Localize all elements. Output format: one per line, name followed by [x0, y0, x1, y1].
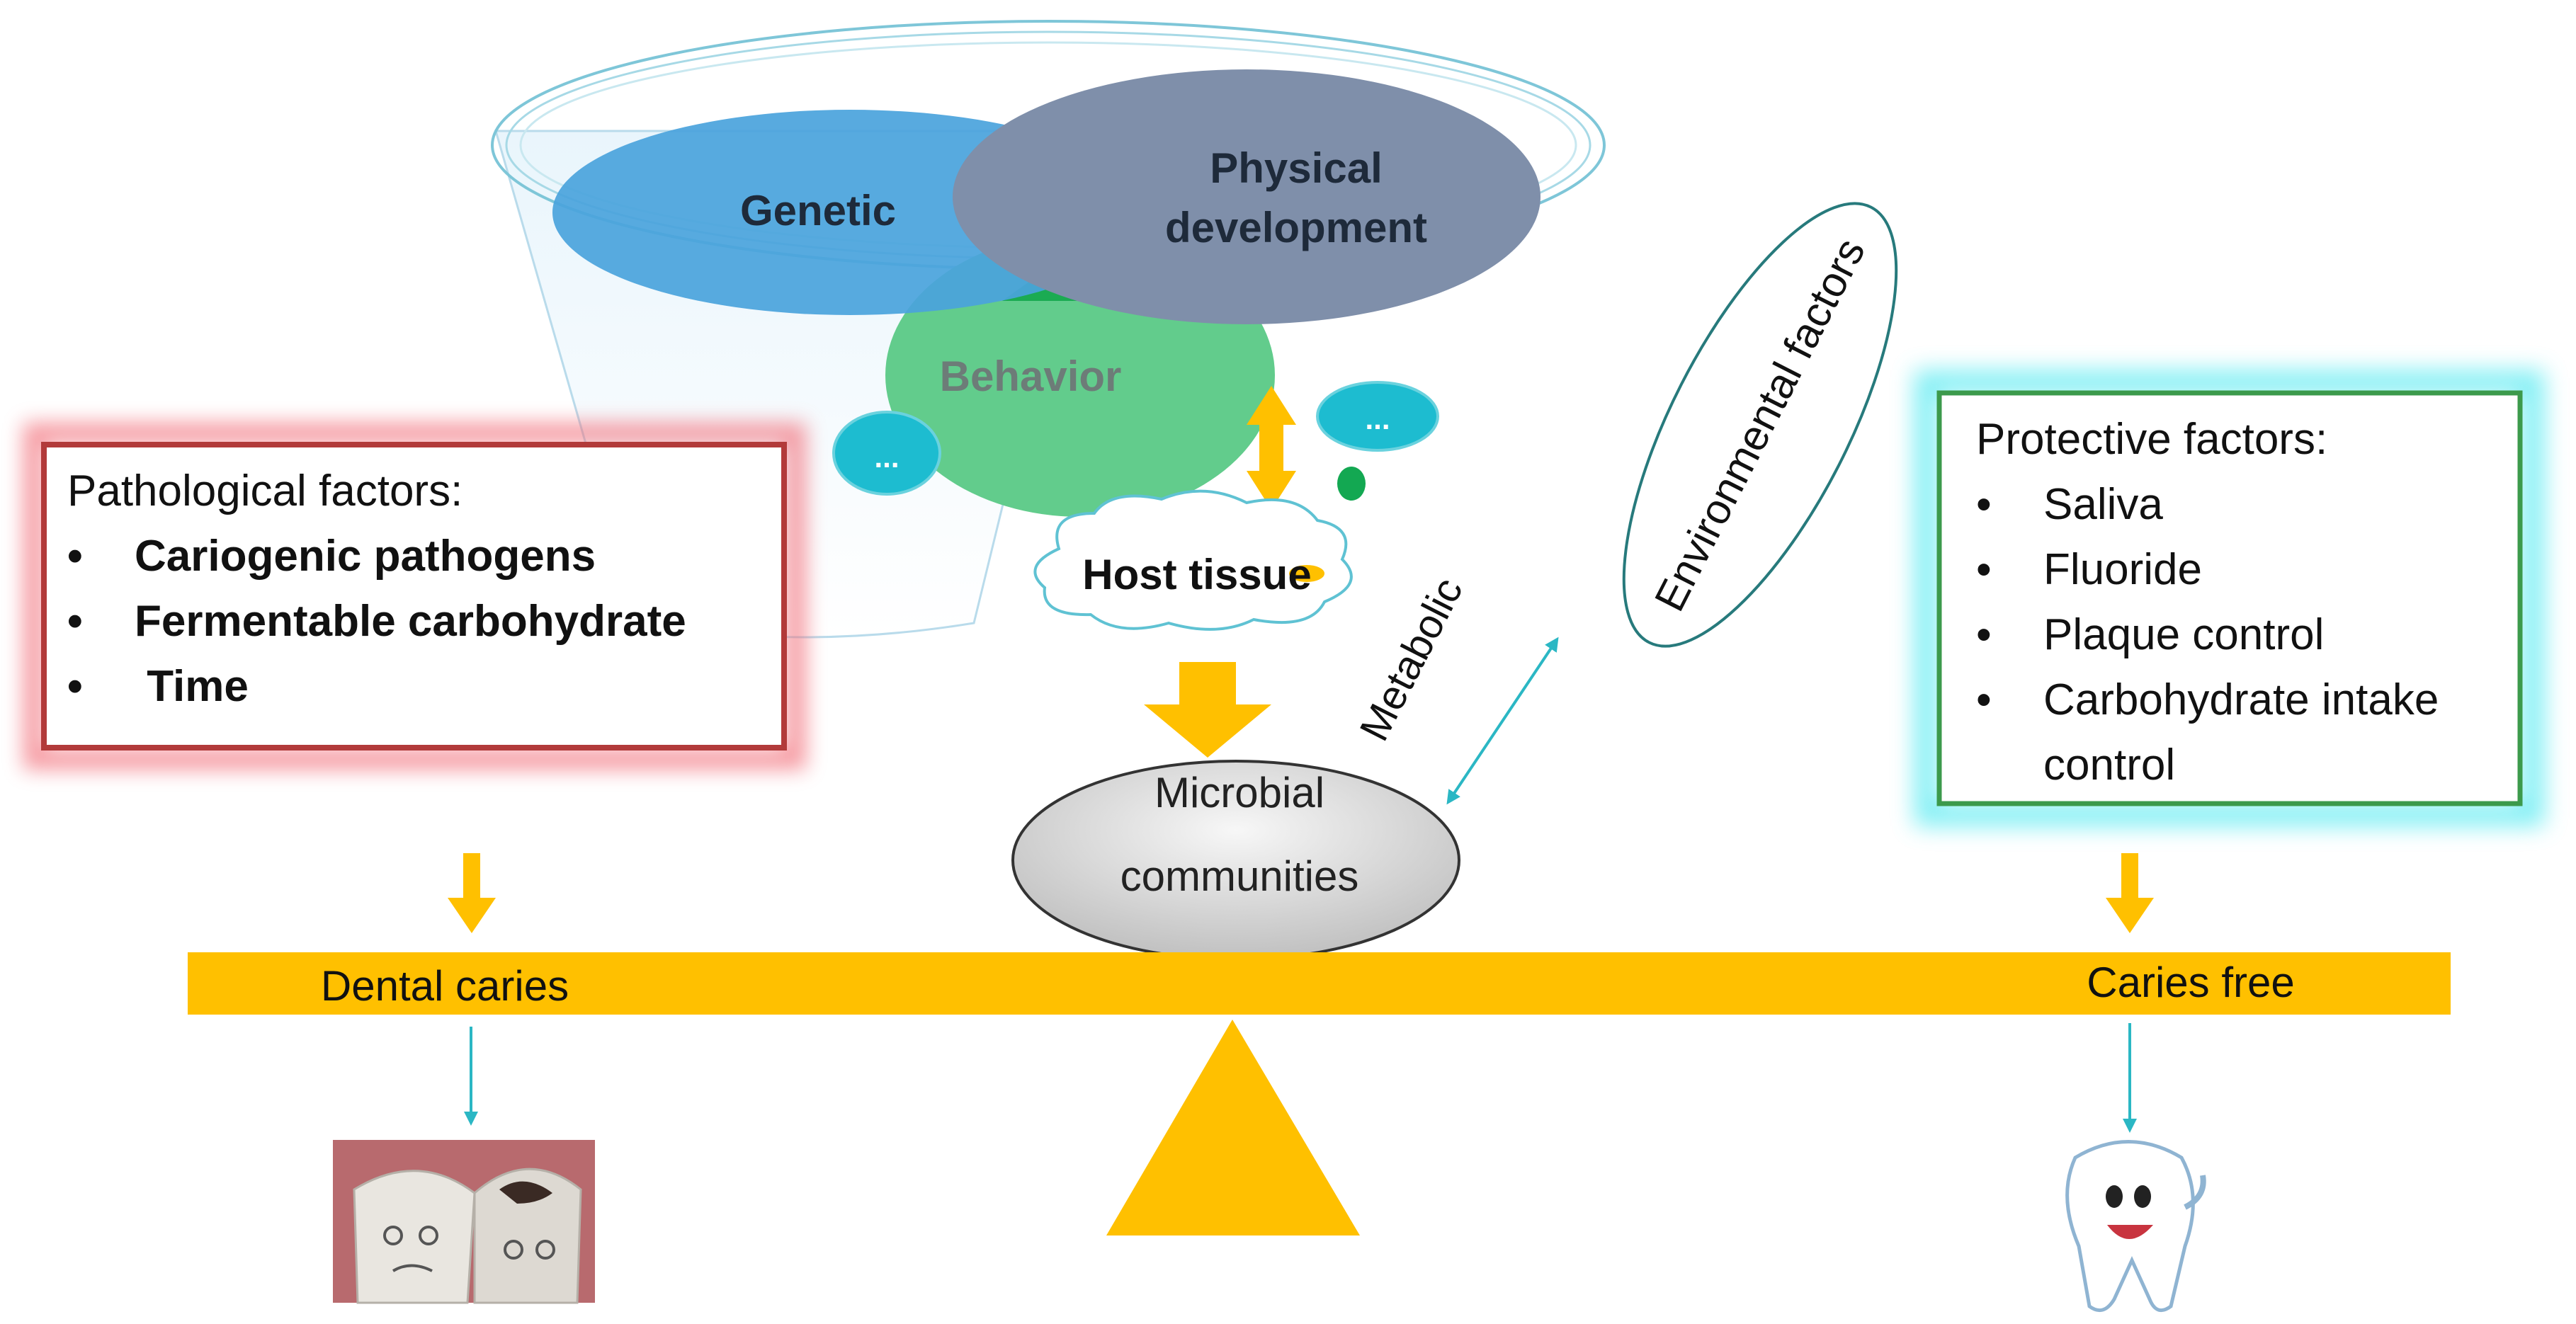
fulcrum-triangle [1106, 1020, 1360, 1235]
list-item: • Cariogenic pathogens [67, 524, 776, 589]
pathological-item-label: Time [135, 662, 249, 711]
protective-box [1914, 370, 2544, 826]
caries-free-label: Caries free [2087, 959, 2294, 1006]
list-item: • Carbohydrate intake [1976, 668, 2514, 733]
metabolic-label: Metabolic [1351, 571, 1472, 748]
dental-caries-label: Dental caries [321, 962, 569, 1010]
protective-title: Protective factors: [1976, 415, 2328, 464]
down-arrow-icon [1144, 662, 1271, 758]
microbial-label-line2: communities [1120, 852, 1359, 900]
physical-label-line1: Physical [1210, 144, 1383, 192]
small-green-dot [1337, 467, 1366, 501]
bullet-icon: • [1976, 480, 1992, 529]
behavior-label: Behavior [940, 353, 1122, 400]
bullet-icon: • [67, 597, 83, 646]
ellipsis-right-label: ... [1365, 402, 1390, 435]
ellipsis-bubble-left [832, 411, 941, 496]
protective-item-label: Fluoride [2043, 545, 2202, 594]
ellipsis-left-label: ... [874, 440, 899, 474]
decayed-teeth-image [333, 1140, 595, 1304]
list-item: • Saliva [1976, 472, 2514, 537]
pathological-item-label: Fermentable carbohydrate [135, 597, 686, 646]
metabolic-link-arrow [1446, 637, 1559, 805]
pathological-factors-text: Pathological factors: • Cariogenic pathog… [67, 459, 776, 719]
list-item: • Time [67, 654, 776, 719]
ellipsis-bubble-right [1316, 381, 1439, 452]
host-tissue-cloud [1033, 489, 1353, 631]
bullet-icon: • [1976, 545, 1992, 594]
host-tissue-label: Host tissue [1082, 551, 1311, 598]
list-item-continuation: control [1976, 733, 2514, 798]
balance-beam [188, 952, 2451, 1015]
protective-list: • Saliva • Fluoride • Plaque control • Carbo… [1976, 472, 2514, 798]
physical-label-line2: development [1165, 204, 1427, 251]
environmental-factors-ellipse: Environmental factors [1622, 202, 1898, 648]
list-item: • Fermentable carbohydrate [67, 589, 776, 654]
protective-item-label: control [2043, 741, 2176, 789]
protective-factors-text: Protective factors: • Saliva • Fluoride • P… [1976, 407, 2514, 798]
protective-item-label: Carbohydrate intake [2043, 675, 2439, 724]
happy-tooth-image [2065, 1140, 2206, 1313]
pathological-box [23, 423, 806, 770]
bullet-icon: • [67, 532, 83, 581]
bullet-icon: • [67, 662, 83, 711]
protective-item-label: Saliva [2043, 480, 2163, 529]
physical-development-ellipse [953, 69, 1541, 324]
right-yellow-arrow-icon [2106, 853, 2154, 933]
bullet-icon: • [1976, 610, 1992, 659]
pathological-item-label: Cariogenic pathogens [135, 532, 596, 581]
pathological-list: • Cariogenic pathogens • Fermentable carbo… [67, 524, 776, 719]
double-arrow-icon [1247, 386, 1296, 510]
pathological-title: Pathological factors: [67, 467, 463, 515]
protective-item-label: Plaque control [2043, 610, 2325, 659]
microbial-label-line1: Microbial [1154, 769, 1324, 816]
list-item: • Fluoride [1976, 537, 2514, 603]
bullet-icon: • [1976, 675, 1992, 724]
list-item: • Plaque control [1976, 603, 2514, 668]
left-yellow-arrow-icon [448, 853, 496, 933]
genetic-label: Genetic [740, 187, 896, 234]
